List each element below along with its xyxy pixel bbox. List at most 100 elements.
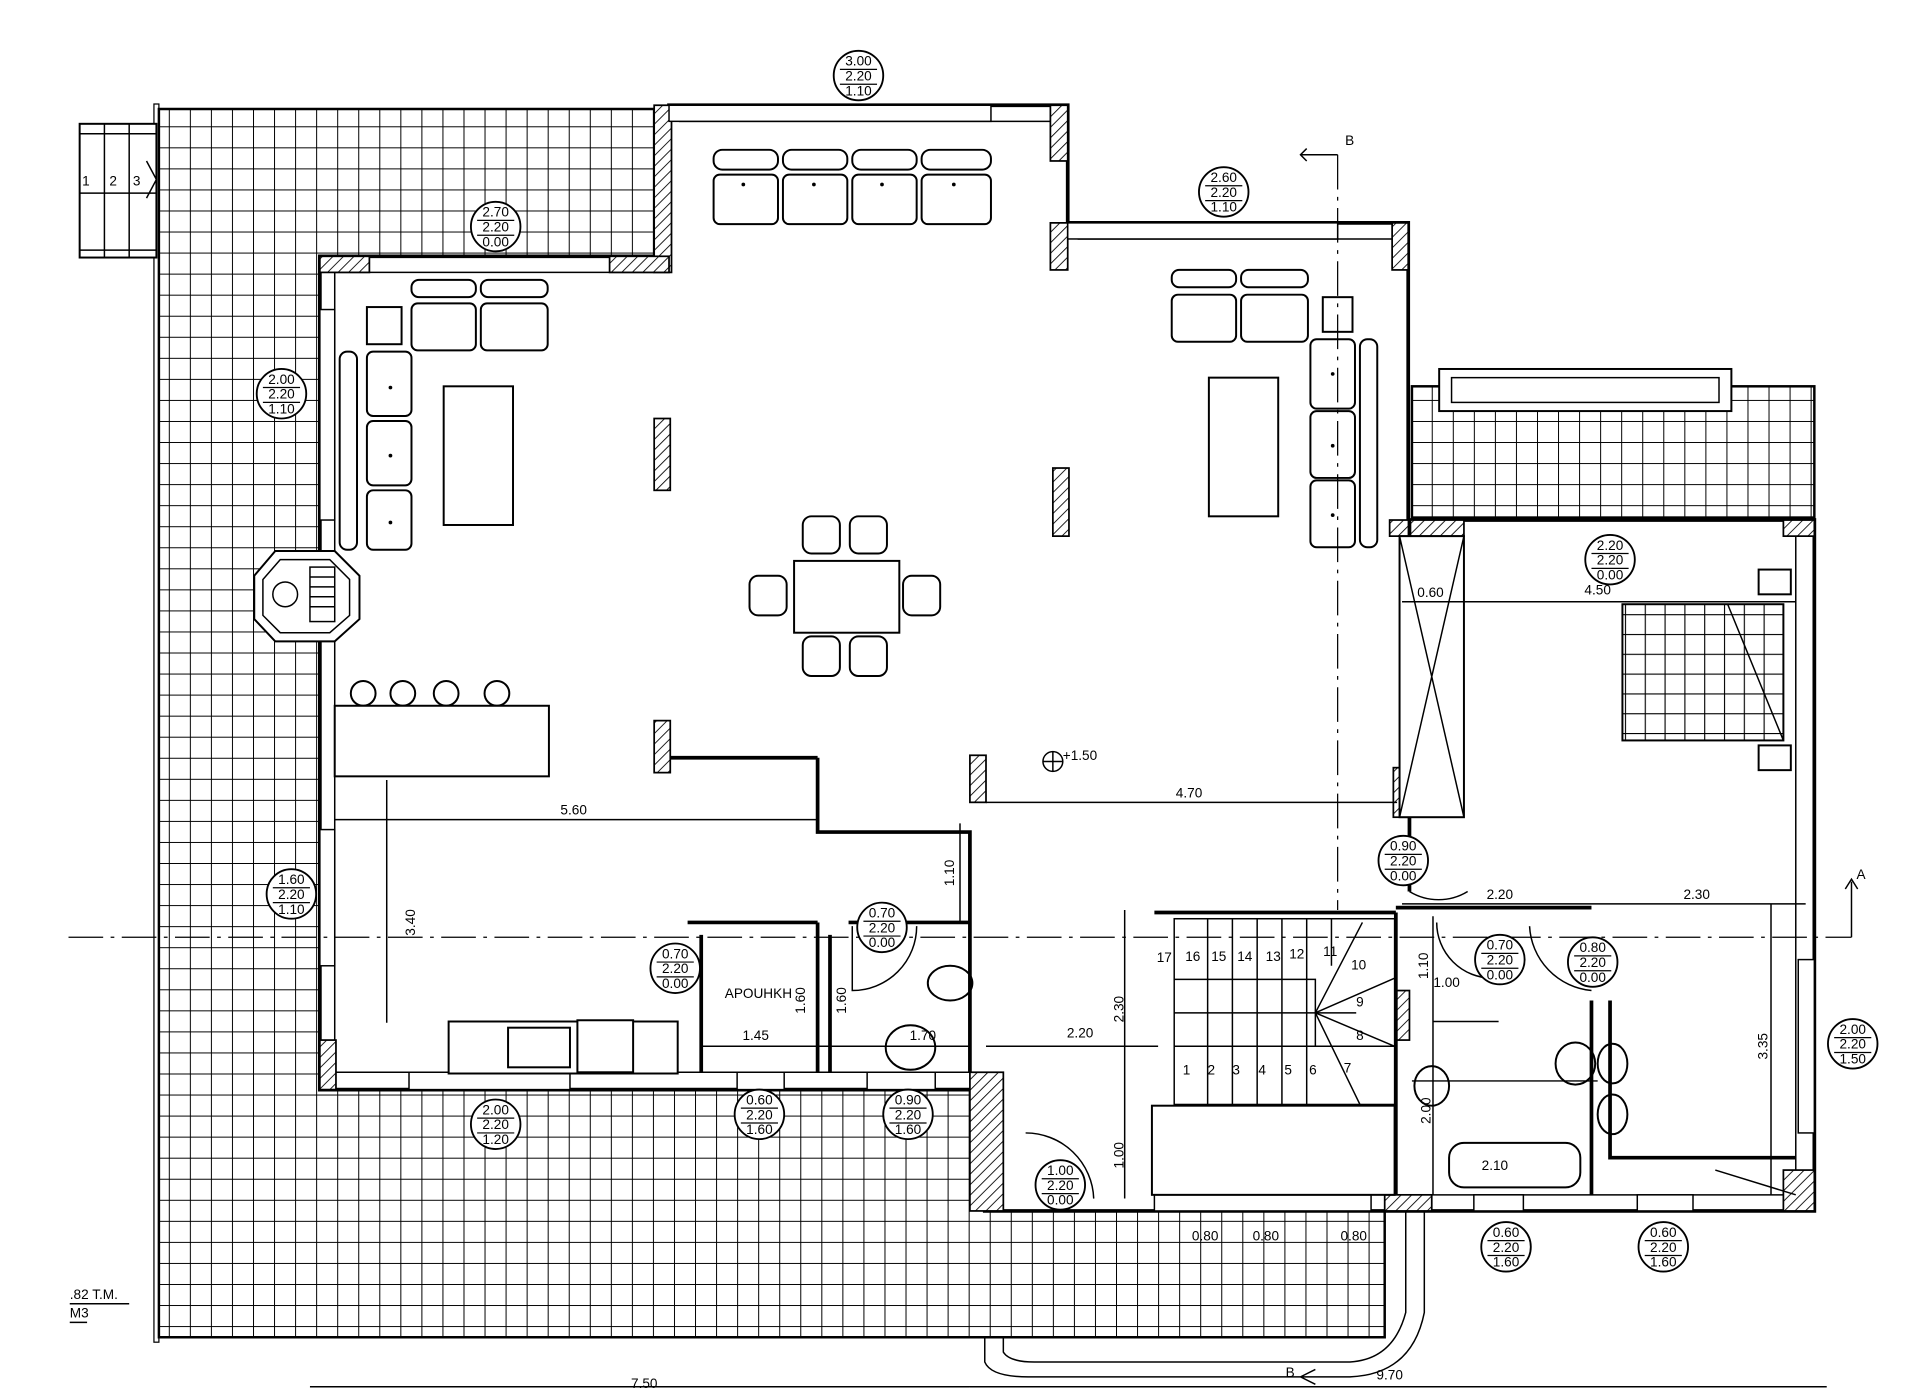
dimension-label: 1.00 <box>1111 1142 1126 1169</box>
dimension-label: 2.30 <box>1683 887 1710 902</box>
stair-step-number: 14 <box>1237 949 1253 964</box>
terrace-border <box>153 103 160 1343</box>
stair-step-number: 13 <box>1266 949 1281 964</box>
opening-tag-height: 2.20 <box>1839 1037 1866 1052</box>
opening-tag-width: 2.20 <box>1597 538 1624 553</box>
stair-step-number: 5 <box>1284 1063 1292 1078</box>
dimension-label: 0.60 <box>1417 585 1444 600</box>
dimension-label: 3.35 <box>1755 1033 1770 1059</box>
entry-stair-step: 3 <box>133 174 141 189</box>
opening-tag-sill: 0.00 <box>1597 567 1624 582</box>
windows <box>319 104 1816 1212</box>
section-mark-b: B <box>1286 1365 1295 1380</box>
stair-step-number: 4 <box>1258 1063 1266 1078</box>
opening-tag: 0.602.201.60 <box>1480 1221 1532 1273</box>
opening-tag-sill: 0.00 <box>869 935 896 950</box>
opening-tag: 2.602.201.10 <box>1198 166 1250 218</box>
opening-tag-height: 2.20 <box>845 68 872 83</box>
opening-tag-sill: 1.20 <box>482 1132 509 1147</box>
opening-tag: 0.702.200.00 <box>649 942 701 994</box>
section-mark-a: A <box>1856 867 1866 882</box>
opening-tag-height: 2.20 <box>1047 1178 1074 1193</box>
opening-tag-width: 1.00 <box>1047 1163 1074 1178</box>
opening-tag-height: 2.20 <box>1390 853 1417 868</box>
opening-tag: 0.602.201.60 <box>1637 1221 1689 1273</box>
dimension-label: 9.70 <box>1376 1367 1403 1382</box>
opening-tag-sill: 0.00 <box>1390 868 1417 883</box>
opening-tag: 0.902.200.00 <box>1377 834 1429 887</box>
dimension-label: 1.10 <box>1416 952 1431 979</box>
dimension-label: 1.70 <box>910 1028 937 1043</box>
dimension-label: 4.50 <box>1584 582 1611 597</box>
opening-tag-width: 0.70 <box>1487 938 1514 953</box>
opening-tag: 1.002.200.00 <box>1034 1159 1086 1211</box>
fireplace <box>253 549 361 643</box>
dimension-label: 0.80 <box>1340 1229 1367 1244</box>
sofa-buttons <box>388 182 1335 525</box>
opening-tag: 2.202.200.00 <box>1584 533 1636 586</box>
stair-step-number: 3 <box>1232 1063 1240 1078</box>
opening-tag-width: 2.00 <box>1839 1022 1866 1037</box>
opening-tag-sill: 1.60 <box>746 1122 773 1137</box>
dimension-label: 2.00 <box>1419 1097 1434 1124</box>
opening-tag: 0.802.200.00 <box>1567 936 1619 988</box>
opening-tag-width: 2.00 <box>482 1102 509 1117</box>
opening-tag-sill: 1.10 <box>268 402 295 417</box>
opening-tag-height: 2.20 <box>1493 1240 1520 1255</box>
dimension-lines <box>309 601 1827 1388</box>
opening-tag-sill: 1.10 <box>278 902 305 917</box>
stair-step-number: 1 <box>1183 1063 1191 1078</box>
area-note-unit: M3 <box>70 1305 89 1320</box>
opening-tag-width: 3.00 <box>845 54 872 69</box>
opening-tag-width: 1.60 <box>278 872 305 887</box>
opening-tag-height: 2.20 <box>1579 955 1606 970</box>
opening-tag-sill: 1.60 <box>1493 1255 1520 1270</box>
stair-step-number: 7 <box>1344 1060 1352 1075</box>
opening-tag-height: 2.20 <box>278 887 305 902</box>
opening-tag-width: 2.00 <box>268 372 295 387</box>
opening-tag-height: 2.20 <box>895 1107 922 1122</box>
dimension-label: 1.10 <box>942 859 957 886</box>
stair-step-number: 11 <box>1323 944 1337 959</box>
stair-step-number: 2 <box>1208 1063 1216 1078</box>
dimension-label: 2.30 <box>1111 995 1126 1022</box>
opening-tag-width: 2.70 <box>482 205 509 220</box>
opening-tag-height: 2.20 <box>1210 185 1237 200</box>
opening-tag: 2.702.200.00 <box>469 200 522 253</box>
opening-tag: 0.602.201.60 <box>733 1088 786 1141</box>
section-mark-b: B <box>1345 133 1354 148</box>
opening-tag: 2.002.201.50 <box>1827 1018 1879 1070</box>
dimension-label: 3.40 <box>403 909 418 936</box>
opening-tag: 2.002.201.20 <box>469 1098 522 1150</box>
opening-tag-sill: 1.60 <box>895 1122 922 1137</box>
entry-stair-step: 1 <box>82 174 90 189</box>
opening-tag-sill: 0.00 <box>1579 970 1606 985</box>
hatched-walls <box>318 104 1816 1212</box>
opening-tag-sill: 0.00 <box>482 234 509 249</box>
dimension-label: 1.60 <box>793 987 808 1014</box>
opening-tag-width: 0.70 <box>869 905 896 920</box>
section-arrow-b-top <box>1299 148 1859 938</box>
dimension-label: 0.80 <box>1192 1229 1219 1244</box>
stair-step-number: 12 <box>1289 946 1304 961</box>
opening-tag-height: 2.20 <box>482 1117 509 1132</box>
opening-tag: 2.002.201.10 <box>255 368 308 420</box>
opening-tag-sill: 1.10 <box>1210 200 1237 215</box>
opening-tag-width: 0.70 <box>662 946 689 961</box>
opening-tag-sill: 0.00 <box>1047 1193 1074 1208</box>
opening-tag-height: 2.20 <box>1597 553 1624 568</box>
dimension-label: 5.60 <box>560 803 587 818</box>
dimension-label: 1.00 <box>1433 975 1460 990</box>
opening-tag-height: 2.20 <box>1487 953 1514 968</box>
furniture <box>333 148 1792 1196</box>
opening-tag-height: 2.20 <box>1650 1240 1677 1255</box>
opening-tag: 0.902.201.60 <box>882 1088 934 1141</box>
wardrobe-cross <box>1398 535 1796 1196</box>
opening-tag-height: 2.20 <box>746 1107 773 1122</box>
stair-step-number: 10 <box>1351 957 1367 972</box>
opening-tag: 3.002.201.10 <box>832 49 885 102</box>
opening-tag-height: 2.20 <box>869 920 896 935</box>
storage-room-label: APOUHKH <box>725 986 792 1001</box>
